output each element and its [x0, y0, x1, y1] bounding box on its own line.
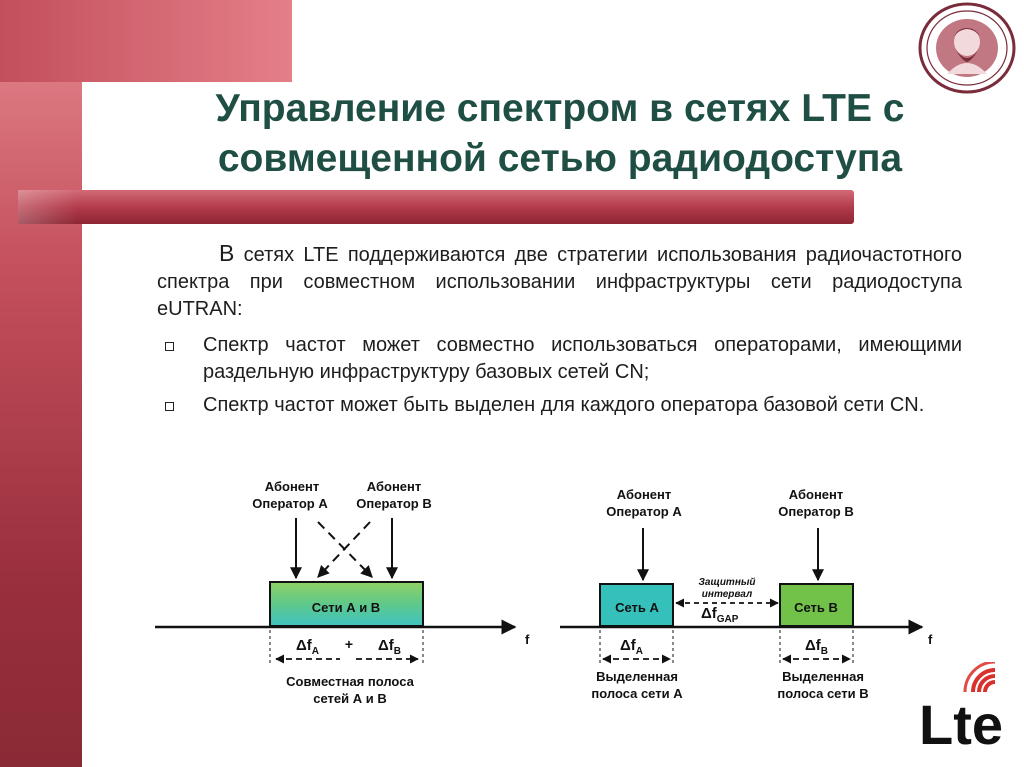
title-line-1: Управление спектром в сетях LTE с [215, 87, 905, 130]
axis-label-right: f [928, 632, 933, 647]
shared-network-label: Сети А и В [312, 600, 380, 615]
intro-first-word: В [219, 240, 235, 266]
subscriber-a-label-1: Абонент [265, 479, 320, 494]
intro-paragraph: В сетях LTE поддерживаются две стратегии… [157, 240, 962, 323]
university-seal-icon [918, 2, 1016, 94]
network-a-box [599, 583, 674, 627]
shared-spectrum-diagram: Абонент Оператор А Абонент Оператор В Се… [155, 479, 530, 706]
guard-interval-label-2: интервал [702, 589, 753, 600]
lte-logo-icon: Lte [919, 662, 1003, 756]
delta-fa-label: ΔfA [296, 637, 319, 657]
page-title: Управление спектром в сетях LTE с совмещ… [100, 84, 1020, 184]
bullet-text: Спектр частот может совместно использова… [203, 334, 962, 383]
band-b-label-2: полоса сети В [777, 686, 868, 701]
bullet-item: Спектр частот может совместно использова… [160, 332, 962, 386]
network-b-label: Сеть В [794, 600, 838, 615]
band-b-label-1: Выделенная [782, 669, 864, 684]
square-bullet-icon [165, 402, 174, 411]
shared-band-label-2: сетей А и В [313, 691, 386, 706]
decorative-left-band [0, 0, 82, 767]
subscriber-b-label-2: Оператор В [778, 504, 853, 519]
band-a-label-2: полоса сети А [591, 686, 683, 701]
decorative-top-band [0, 0, 292, 82]
network-a-label: Сеть А [615, 600, 659, 615]
subscriber-b-label-1: Абонент [367, 479, 422, 494]
shared-band-label-1: Совместная полоса [286, 674, 414, 689]
bullet-list: Спектр частот может совместно использова… [160, 332, 962, 425]
subscriber-b-label-2: Оператор В [356, 496, 431, 511]
bullet-item: Спектр частот может быть выделен для каж… [160, 392, 962, 419]
delta-fb-label: ΔfB [378, 637, 401, 657]
axis-label-left: f [525, 632, 530, 647]
delta-fb-label: ΔfB [805, 637, 828, 657]
cross-arrow-b [317, 521, 371, 578]
subscriber-a-label-2: Оператор А [252, 496, 328, 511]
title-line-2: совмещенной сетью радиодоступа [217, 137, 903, 180]
network-b-box [779, 583, 854, 627]
delta-fgap-label: ΔfGAP [701, 605, 739, 625]
subscriber-a-label-1: Абонент [617, 487, 672, 502]
square-bullet-icon [165, 342, 174, 351]
lte-logo-text: Lte [919, 693, 1003, 756]
subscriber-b-label-1: Абонент [789, 487, 844, 502]
plus-sign: + [345, 636, 353, 652]
title-underline-fade [18, 190, 78, 224]
intro-text: сетях LTE поддерживаются две стратегии и… [157, 244, 962, 320]
title-underline-bar [18, 190, 854, 224]
guard-interval-label-1: Защитный [698, 577, 755, 588]
band-a-label-1: Выделенная [596, 669, 678, 684]
delta-fa-label: ΔfA [620, 637, 643, 657]
subscriber-a-label-2: Оператор А [606, 504, 682, 519]
dedicated-spectrum-diagram: Абонент Оператор А Абонент Оператор В Се… [560, 487, 933, 701]
bullet-text: Спектр частот может быть выделен для каж… [203, 394, 925, 416]
